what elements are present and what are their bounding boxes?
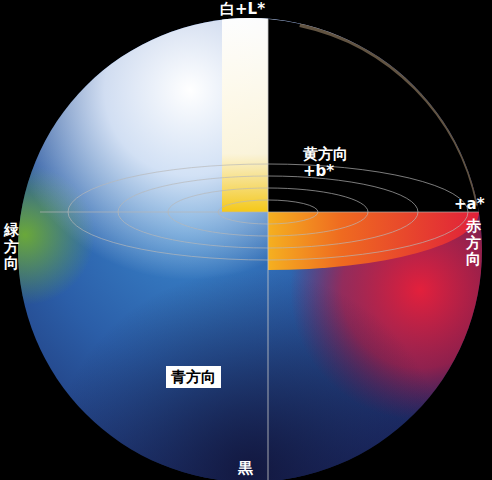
direction-label: 緑方向	[4, 222, 19, 272]
axis-label: +a*	[454, 196, 485, 213]
axis-label: 白+L*	[220, 1, 265, 18]
label-box: 青方向	[166, 366, 221, 388]
axis-label: 黄方向 +b*	[303, 146, 357, 181]
direction-label: 青方向	[171, 368, 216, 386]
axis-label: 黒	[238, 460, 253, 477]
direction-label: 赤方向	[466, 218, 481, 268]
